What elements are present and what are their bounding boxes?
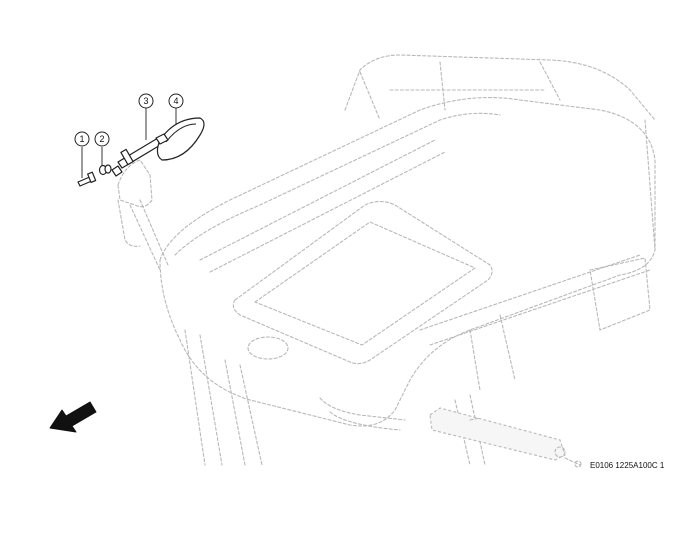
callout-4: 4 xyxy=(168,93,184,109)
mirror-arm-part xyxy=(111,137,163,177)
callout-1: 1 xyxy=(74,131,90,147)
svg-text:1: 1 xyxy=(79,134,84,144)
svg-text:2: 2 xyxy=(99,134,104,144)
front-arrow-icon xyxy=(49,401,97,433)
svg-text:4: 4 xyxy=(173,96,178,106)
mirror-bracket-ghost xyxy=(117,159,169,271)
svg-text:3: 3 xyxy=(143,96,148,106)
screw-part xyxy=(77,171,97,187)
mirror-head-part xyxy=(155,117,205,161)
callout-2: 2 xyxy=(94,131,110,147)
vehicle-frame-ghost xyxy=(159,54,656,466)
washer-part xyxy=(98,164,112,176)
reference-code: E0106 1225A100C 1 xyxy=(590,461,665,470)
strut-ghost xyxy=(429,407,582,468)
callout-3: 3 xyxy=(138,93,154,109)
